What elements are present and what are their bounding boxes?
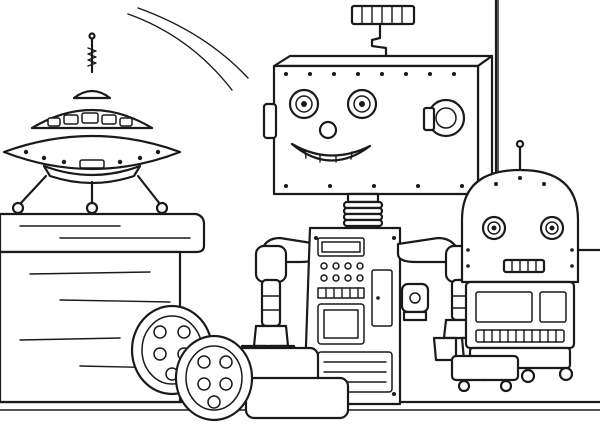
flying-saucer-toy bbox=[2, 32, 182, 215]
dome-robot bbox=[450, 139, 580, 393]
box-head-robot bbox=[130, 4, 494, 422]
